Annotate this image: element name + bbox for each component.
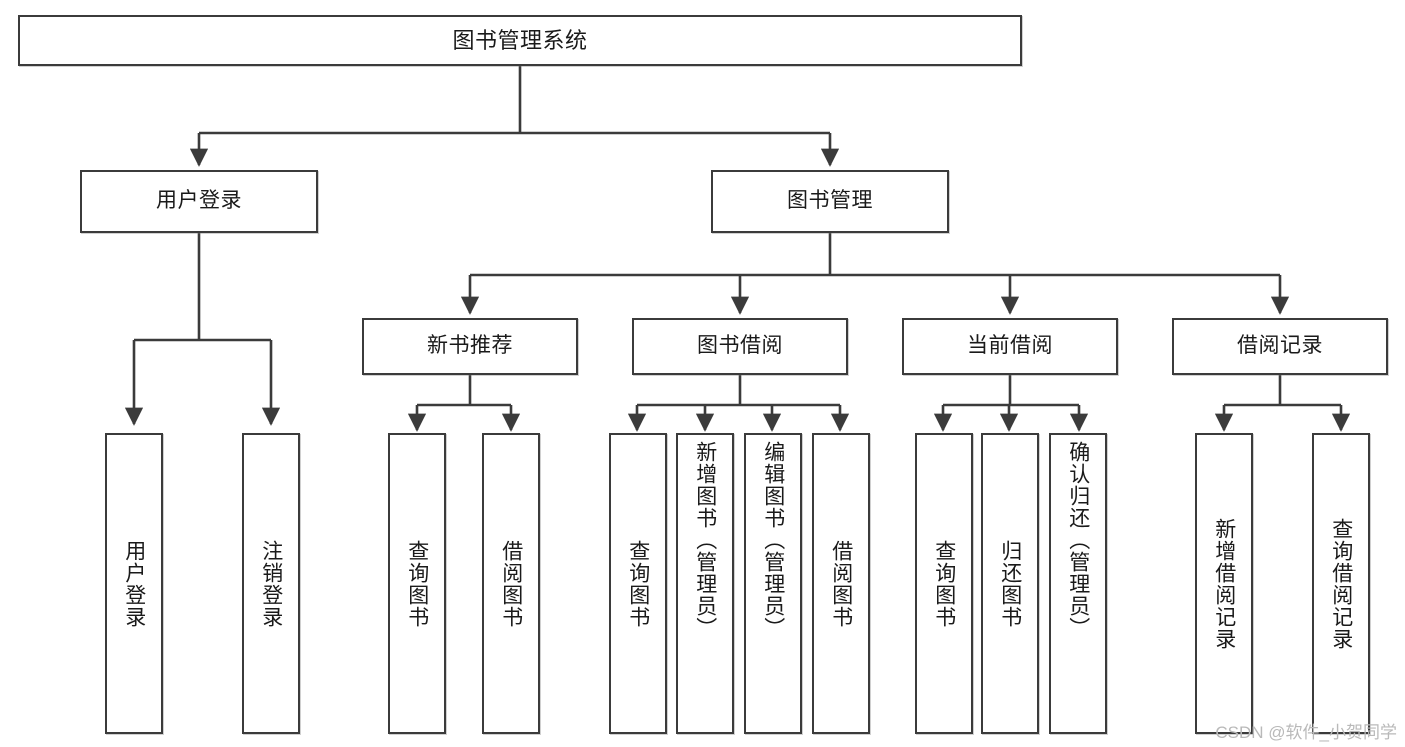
csdn-watermark: CSDN @软件_小贺同学 (1215, 723, 1397, 742)
node-label: 归还图书 (998, 539, 1022, 628)
node-label: 图书管理系统 (452, 27, 588, 53)
node-label: 查询图书 (626, 539, 650, 628)
leaf-record-add[interactable]: 新增借阅记录 (1195, 433, 1253, 734)
node-label: 新书推荐 (427, 334, 513, 358)
node-label: 图书管理 (787, 189, 873, 213)
leaf-borrow-borrow-book[interactable]: 借阅图书 (812, 433, 870, 734)
node-label: 确认归还（管理员） (1066, 441, 1090, 639)
node-label: 用户登录 (122, 539, 146, 628)
leaf-user-login-logout[interactable]: 注销登录 (242, 433, 300, 734)
leaf-record-query[interactable]: 查询借阅记录 (1312, 433, 1370, 734)
leaf-current-query-book[interactable]: 查询图书 (915, 433, 973, 734)
node-book-borrow[interactable]: 图书借阅 (632, 318, 848, 375)
node-label: 查询图书 (405, 539, 429, 628)
node-label: 借阅记录 (1237, 334, 1323, 358)
node-label: 查询借阅记录 (1329, 517, 1353, 650)
node-label: 编辑图书（管理员） (761, 441, 785, 639)
leaf-new-book-query[interactable]: 查询图书 (388, 433, 446, 734)
node-label: 查询图书 (932, 539, 956, 628)
leaf-borrow-query-book[interactable]: 查询图书 (609, 433, 667, 734)
node-user-login[interactable]: 用户登录 (80, 170, 318, 233)
node-label: 借阅图书 (829, 539, 853, 628)
node-label: 注销登录 (259, 539, 283, 628)
node-borrow-record[interactable]: 借阅记录 (1172, 318, 1388, 375)
leaf-current-return-book[interactable]: 归还图书 (981, 433, 1039, 734)
node-label: 新增借阅记录 (1212, 517, 1236, 650)
leaf-current-confirm-return[interactable]: 确认归还（管理员） (1049, 433, 1107, 734)
node-current-borrow[interactable]: 当前借阅 (902, 318, 1118, 375)
node-label: 用户登录 (156, 189, 242, 213)
node-root-system[interactable]: 图书管理系统 (18, 15, 1022, 66)
node-label: 当前借阅 (967, 334, 1053, 358)
leaf-new-book-borrow[interactable]: 借阅图书 (482, 433, 540, 734)
leaf-user-login-login[interactable]: 用户登录 (105, 433, 163, 734)
node-book-management[interactable]: 图书管理 (711, 170, 949, 233)
node-label: 借阅图书 (499, 539, 523, 628)
leaf-borrow-add-book[interactable]: 新增图书（管理员） (676, 433, 734, 734)
leaf-borrow-edit-book[interactable]: 编辑图书（管理员） (744, 433, 802, 734)
node-label: 新增图书（管理员） (693, 441, 717, 639)
node-new-book-recommend[interactable]: 新书推荐 (362, 318, 578, 375)
node-label: 图书借阅 (697, 334, 783, 358)
